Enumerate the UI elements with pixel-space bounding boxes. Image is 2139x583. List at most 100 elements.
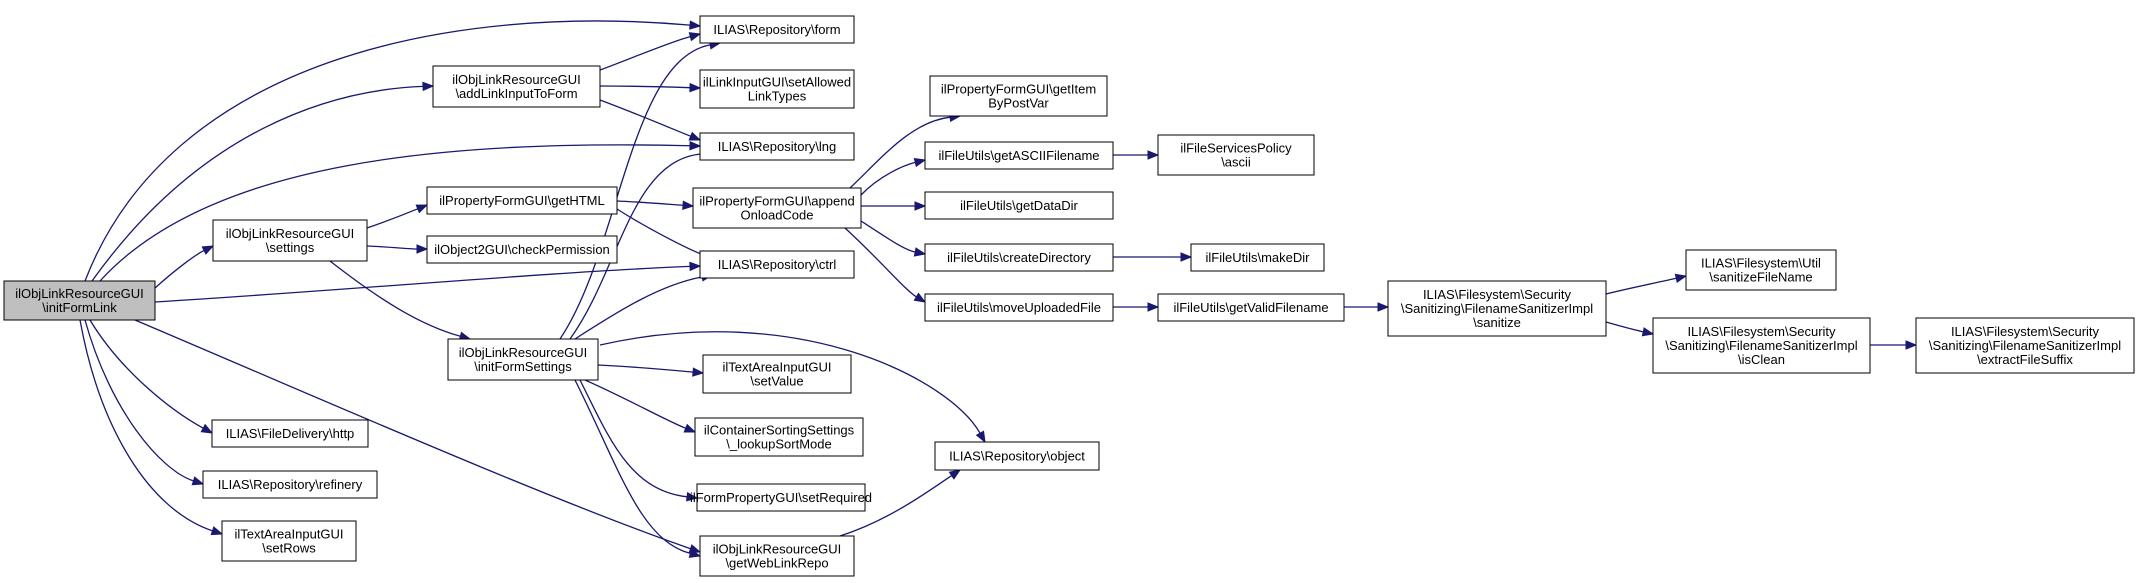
- node-setRows[interactable]: ilTextAreaInputGUI\setRows: [221, 520, 357, 562]
- node-setRequired[interactable]: ilFormPropertyGUI\setRequired: [690, 483, 872, 512]
- node-label: ILIAS\Repository\lng: [718, 139, 837, 154]
- node-getWebLink[interactable]: ilObjLinkResourceGUI\getWebLinkRepo: [699, 535, 855, 577]
- node-ctrl[interactable]: ILIAS\Repository\ctrl: [699, 250, 855, 279]
- node-getValid[interactable]: ilFileUtils\getValidFilename: [1157, 293, 1345, 322]
- edge-initFormSettings-to-ctrl: [574, 272, 714, 340]
- edge-initFormSettings-to-getWebLink: [574, 379, 702, 558]
- edge-line: [329, 260, 461, 337]
- node-box: [924, 191, 1114, 220]
- edge-getWebLink-to-object: [839, 469, 962, 537]
- node-lng[interactable]: ILIAS\Repository\lng: [699, 132, 855, 161]
- node-box: [929, 75, 1108, 117]
- node-label: ByPostVar: [988, 96, 1049, 111]
- node-createDir[interactable]: ilFileUtils\createDirectory: [924, 243, 1114, 272]
- node-moveUploaded[interactable]: ilFileUtils\moveUploadedFile: [924, 293, 1114, 322]
- edge-line: [1605, 321, 1644, 333]
- node-object[interactable]: ILIAS\Repository\object: [934, 441, 1100, 471]
- node-box: [211, 419, 369, 448]
- node-label: ilFileServicesPolicy: [1180, 141, 1292, 156]
- node-label: \Sanitizing\FilenameSanitizerImpl: [1665, 338, 1857, 353]
- node-label: ilTextAreaInputGUI: [234, 527, 343, 542]
- node-refinery[interactable]: ILIAS\Repository\refinery: [202, 470, 378, 499]
- node-setValue[interactable]: ilTextAreaInputGUI\setValue: [702, 354, 852, 394]
- node-extractSuffix[interactable]: ILIAS\Filesystem\Security\Sanitizing\Fil…: [1915, 317, 2135, 374]
- node-label: ilFileUtils\createDirectory: [947, 250, 1091, 265]
- edge-settings-to-getHTML: [366, 204, 429, 229]
- edge-addLink-to-lng: [599, 99, 702, 141]
- node-box: [1190, 243, 1325, 272]
- arrowhead: [1180, 252, 1193, 262]
- edge-root-to-http: [89, 319, 214, 434]
- node-label: \sanitizeFileName: [1709, 270, 1812, 285]
- arrowhead: [1674, 273, 1688, 283]
- edge-line: [599, 85, 691, 89]
- node-label: \Sanitizing\FilenameSanitizerImpl: [1929, 338, 2121, 353]
- node-box: [699, 250, 855, 279]
- node-label: ilFileUtils\makeDir: [1205, 250, 1310, 265]
- node-box: [426, 235, 618, 264]
- node-root[interactable]: ilObjLinkResourceGUI\initFormLink: [3, 280, 156, 321]
- node-http[interactable]: ILIAS\FileDelivery\http: [211, 419, 369, 448]
- node-box: [924, 243, 1114, 272]
- arrowhead: [913, 292, 927, 303]
- node-getHTML[interactable]: ilPropertyFormGUI\getHTML: [426, 186, 618, 215]
- edge-line: [599, 331, 981, 434]
- arrowhead: [688, 131, 702, 141]
- node-settings[interactable]: ilObjLinkResourceGUI\settings: [212, 219, 368, 262]
- node-isClean[interactable]: ILIAS\Filesystem\Security\Sanitizing\Fil…: [1652, 317, 1871, 374]
- node-getDataDir[interactable]: ilFileUtils\getDataDir: [924, 191, 1114, 220]
- node-label: \initFormSettings: [474, 359, 572, 374]
- node-ascii[interactable]: ilFileServicesPolicy\ascii: [1157, 134, 1315, 176]
- edge-line: [89, 319, 204, 429]
- node-initFormSettings[interactable]: ilObjLinkResourceGUI\initFormSettings: [447, 338, 599, 381]
- edge-line: [154, 265, 691, 303]
- edge-getASCII-to-ascii: [1113, 150, 1160, 160]
- node-box: [699, 535, 855, 577]
- node-sanitizeFileName[interactable]: ILIAS\Filesystem\Util\sanitizeFileName: [1685, 249, 1837, 291]
- node-label: ilObjLinkResourceGUI: [226, 226, 355, 241]
- node-label: ilTextAreaInputGUI: [722, 360, 831, 375]
- node-label: ILIAS\Repository\ctrl: [718, 257, 837, 272]
- arrowhead: [683, 423, 697, 433]
- node-sanitize[interactable]: ILIAS\Filesystem\Security\Sanitizing\Fil…: [1387, 280, 1607, 337]
- node-label: ilObject2GUI\checkPermission: [434, 242, 610, 257]
- edge-initFormSettings-to-lookupSort: [584, 379, 697, 433]
- node-label: ilPropertyFormGUI\append: [699, 194, 854, 209]
- node-lookupSort[interactable]: ilContainerSortingSettings\_lookupSortMo…: [694, 417, 864, 457]
- node-box: [202, 470, 378, 499]
- node-label: \isClean: [1738, 352, 1785, 367]
- node-label: ilObjLinkResourceGUI: [452, 72, 581, 87]
- node-label: ilObjLinkResourceGUI: [15, 286, 144, 301]
- arrowhead: [1147, 150, 1160, 160]
- edge-sanitize-to-sanitizeFileName: [1605, 273, 1688, 295]
- edge-addLink-to-form: [599, 32, 702, 71]
- node-form[interactable]: ILIAS\Repository\form: [699, 15, 855, 44]
- node-getASCII[interactable]: ilFileUtils\getASCIIFilename: [924, 141, 1114, 170]
- edge-root-to-setRows: [79, 319, 224, 536]
- arrowhead: [948, 469, 962, 480]
- edge-line: [584, 379, 686, 429]
- edge-line: [559, 44, 711, 340]
- node-box: [221, 520, 357, 562]
- node-checkPerm[interactable]: ilObject2GUI\checkPermission: [426, 235, 618, 264]
- node-label: ilLinkInputGUI\setAllowed: [703, 75, 851, 90]
- node-addLink[interactable]: ilObjLinkResourceGUI\addLinkInputToForm: [432, 65, 601, 108]
- edge-line: [599, 99, 691, 137]
- edge-line: [366, 208, 419, 229]
- arrowhead: [689, 261, 702, 272]
- node-makeDir[interactable]: ilFileUtils\makeDir: [1190, 243, 1325, 272]
- edge-appendOnload-to-moveUploaded: [844, 227, 927, 303]
- node-box: [699, 132, 855, 161]
- arrowhead: [415, 204, 429, 214]
- node-label: ilPropertyFormGUI\getHTML: [439, 193, 604, 208]
- node-box: [694, 417, 864, 457]
- node-box: [1915, 317, 2135, 374]
- edge-line: [844, 227, 917, 298]
- arrowhead: [913, 157, 927, 168]
- node-box: [699, 15, 855, 44]
- edge-line: [597, 364, 694, 373]
- arrowhead: [686, 492, 699, 502]
